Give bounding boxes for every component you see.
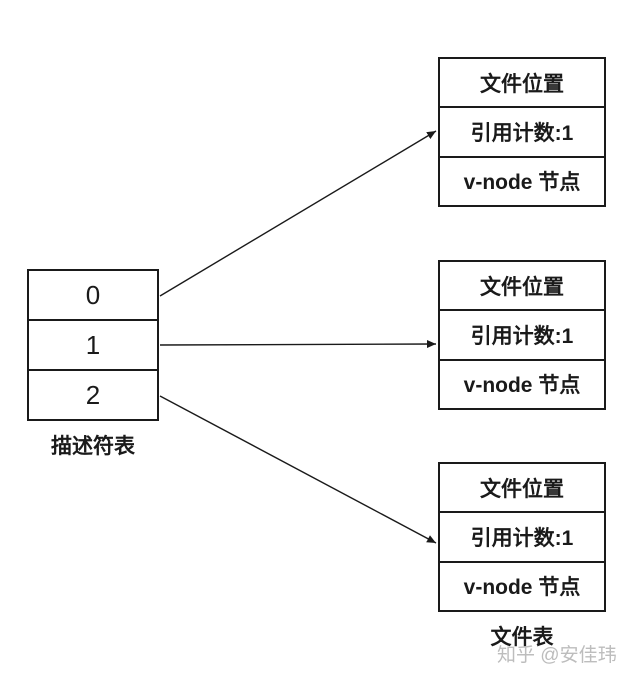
file-table-entry-3: 文件位置 引用计数:1 v-node 节点 (438, 462, 606, 612)
file-table-entry-1: 文件位置 引用计数:1 v-node 节点 (438, 57, 606, 207)
descriptor-row-1: 1 (29, 319, 157, 369)
vnode-cell: v-node 节点 (440, 560, 604, 610)
descriptor-table-label: 描述符表 (51, 435, 135, 458)
descriptor-row-2: 2 (29, 369, 157, 419)
arrow-fd1-to-file-table-2 (159, 340, 437, 349)
file-table-entry-2: 文件位置 引用计数:1 v-node 节点 (438, 260, 606, 410)
ref-count-cell: 引用计数:1 (440, 309, 604, 358)
ref-count-cell: 引用计数:1 (440, 106, 604, 155)
file-position-cell: 文件位置 (480, 275, 564, 299)
vnode-cell: v-node 节点 (440, 155, 604, 205)
file-position-cell: 文件位置 (480, 477, 564, 501)
ref-count-cell: 引用计数:1 (440, 511, 604, 560)
descriptor-table: 0 1 2 (27, 269, 159, 421)
zhihu-watermark: 知乎 @安佳玮 (497, 645, 617, 666)
vnode-cell: v-node 节点 (440, 358, 604, 408)
arrow-fd0-to-file-table-1 (159, 130, 437, 297)
file-position-cell: 文件位置 (480, 72, 564, 96)
file-tables-label: 文件表 (490, 626, 554, 649)
descriptor-row-0: 0 (85, 279, 101, 310)
arrow-fd2-to-file-table-3 (159, 395, 437, 544)
